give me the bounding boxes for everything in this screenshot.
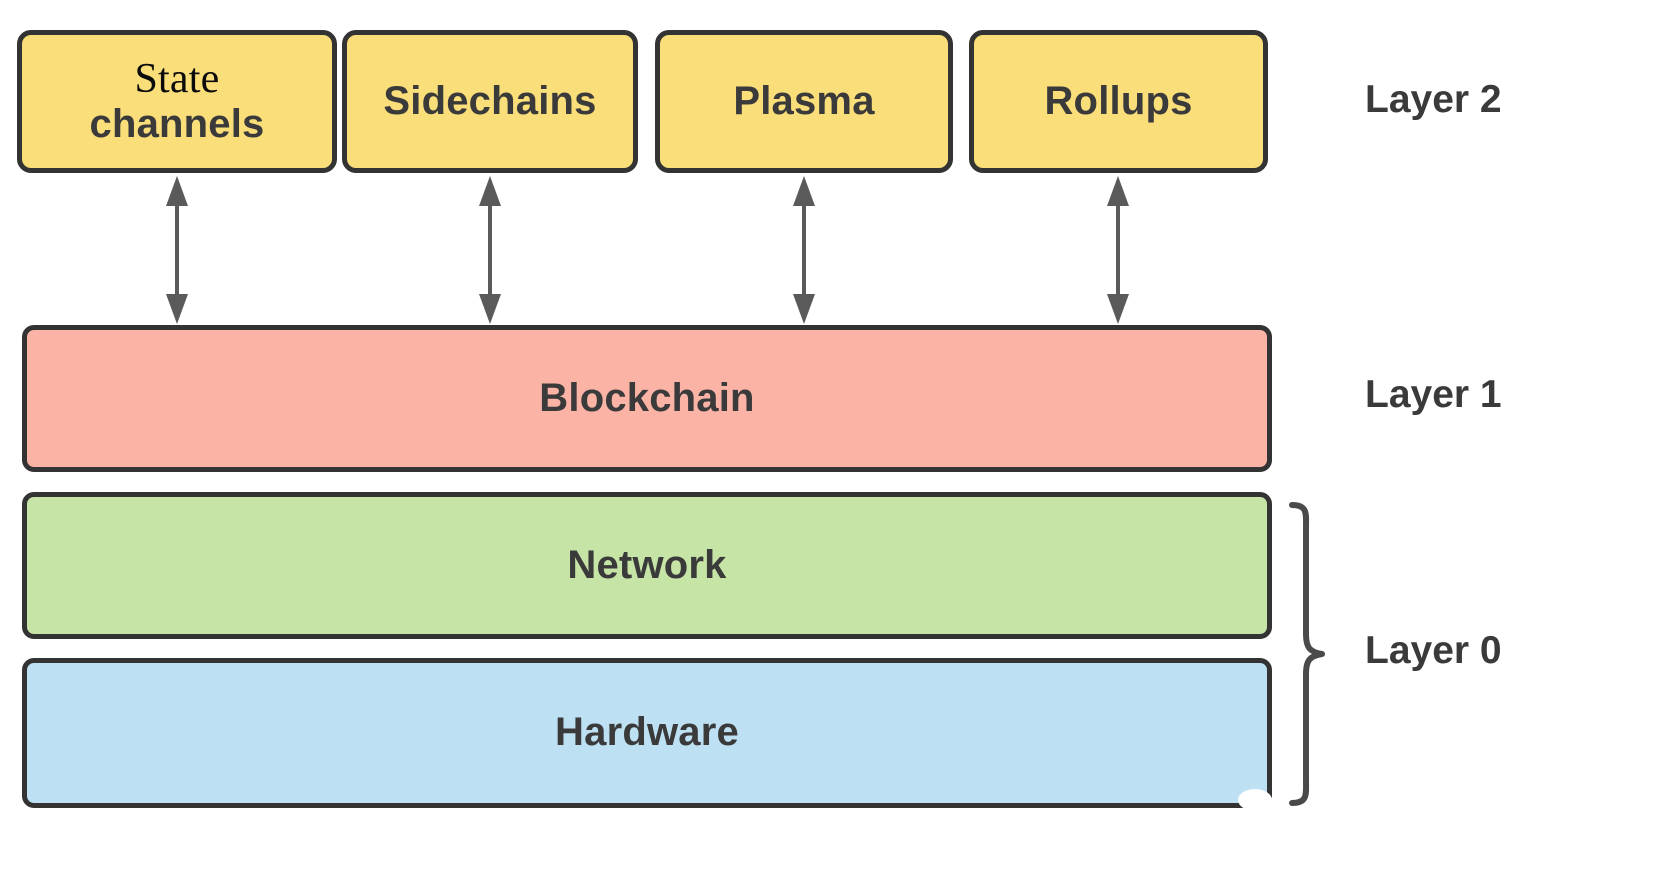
node-hardware[interactable]: Hardware bbox=[22, 658, 1272, 808]
node-blockchain[interactable]: Blockchain bbox=[22, 325, 1272, 472]
layer-label-2: Layer 2 bbox=[1365, 78, 1502, 121]
node-network-label: Network bbox=[567, 542, 727, 587]
connector-plasma-to-blockchain bbox=[793, 176, 815, 324]
layer-label-1: Layer 1 bbox=[1365, 373, 1502, 416]
node-plasma[interactable]: Plasma bbox=[655, 30, 953, 173]
node-sidechains[interactable]: Sidechains bbox=[342, 30, 638, 173]
connector-sidechains-to-blockchain bbox=[479, 176, 501, 324]
node-state-channels-line2: channels bbox=[89, 101, 265, 146]
node-state-channels[interactable]: State channels bbox=[17, 30, 337, 173]
node-state-channels-text: State channels bbox=[89, 56, 265, 146]
bitmap-corner-artifact bbox=[1238, 789, 1272, 811]
node-sidechains-label: Sidechains bbox=[383, 78, 597, 123]
layer-0-brace-icon bbox=[1289, 502, 1325, 806]
layer-label-0: Layer 0 bbox=[1365, 629, 1502, 672]
connector-state-channels-to-blockchain bbox=[166, 176, 188, 324]
node-plasma-label: Plasma bbox=[733, 78, 875, 123]
node-hardware-label: Hardware bbox=[555, 710, 739, 755]
node-rollups[interactable]: Rollups bbox=[969, 30, 1268, 173]
node-blockchain-label: Blockchain bbox=[539, 375, 755, 420]
node-state-channels-line1: State bbox=[134, 56, 220, 103]
connector-rollups-to-blockchain bbox=[1107, 176, 1129, 324]
node-network[interactable]: Network bbox=[22, 492, 1272, 639]
node-rollups-label: Rollups bbox=[1044, 78, 1193, 123]
